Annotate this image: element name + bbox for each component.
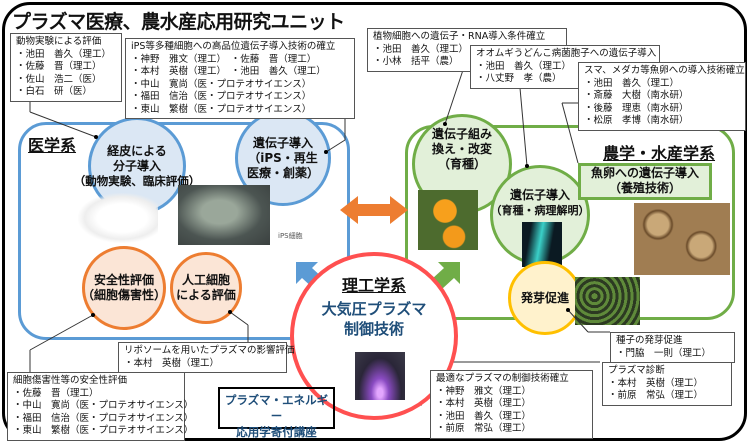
seedling-image — [575, 277, 640, 325]
box-ips-gene: iPS等多種細胞への高品位遺伝子導入技術の確立・神野 雅文（理工） ・佐藤 晋（… — [125, 38, 355, 119]
plasma-image — [355, 352, 405, 400]
agri-label: 農学・水産学系 — [603, 144, 716, 163]
box-liposome: リポソームを用いたプラズマの影響評価・本村 英樹（理工） — [118, 342, 295, 373]
box-safety: 細胞傷害性等の安全性評価・佐藤 晋（理工）・中山 寛尚（医・プロテオサイエンス）… — [7, 372, 193, 441]
circle-gene-breeding: 遺伝子導入（育種・病理解明） — [490, 165, 590, 265]
circle-artificial-cell: 人工細胞による評価 — [170, 252, 242, 324]
orange-image — [418, 190, 478, 250]
leaf-image — [522, 222, 562, 267]
box-fish: スマ、メダカ等魚卵への導入技術確立・池田 善久（理工）・斎藤 大樹（南水研）・後… — [578, 62, 746, 131]
ips-cell-image — [178, 185, 270, 245]
fish-egg-box: 魚卵への遺伝子導入（養殖技術） — [578, 163, 712, 200]
medical-panel — [18, 122, 350, 340]
circle-safety: 安全性評価（細胞傷害性） — [82, 246, 166, 330]
medical-label: 医学系 — [28, 136, 77, 155]
box-plasma-diagnosis: プラズマ診断・本村 英樹（理工）・前原 常弘（理工） — [602, 362, 732, 406]
box-animal-evaluation: 動物実験による評価・池田 善久（理工）・佐藤 晋（理工）・佐山 浩二（医）・白石… — [10, 33, 122, 102]
endowed-course-box: プラズマ・エネルギー応用学寄付講座 — [218, 387, 335, 439]
box-seed-germination: 種子の発芽促進・門脇 一則（理工） — [610, 332, 735, 363]
box-plasma-control: 最適なプラズマの制御技術確立・神野 雅文（理工）・本村 英樹（理工）・池田 善久… — [430, 370, 593, 439]
mouse-image — [78, 193, 158, 243]
ips-caption: iPS細胞 — [278, 232, 303, 240]
fish-egg-image — [634, 203, 730, 275]
page-title: プラズマ医療、農水産応用研究ユニット — [12, 11, 345, 33]
circle-germination: 発芽促進 — [508, 261, 582, 335]
